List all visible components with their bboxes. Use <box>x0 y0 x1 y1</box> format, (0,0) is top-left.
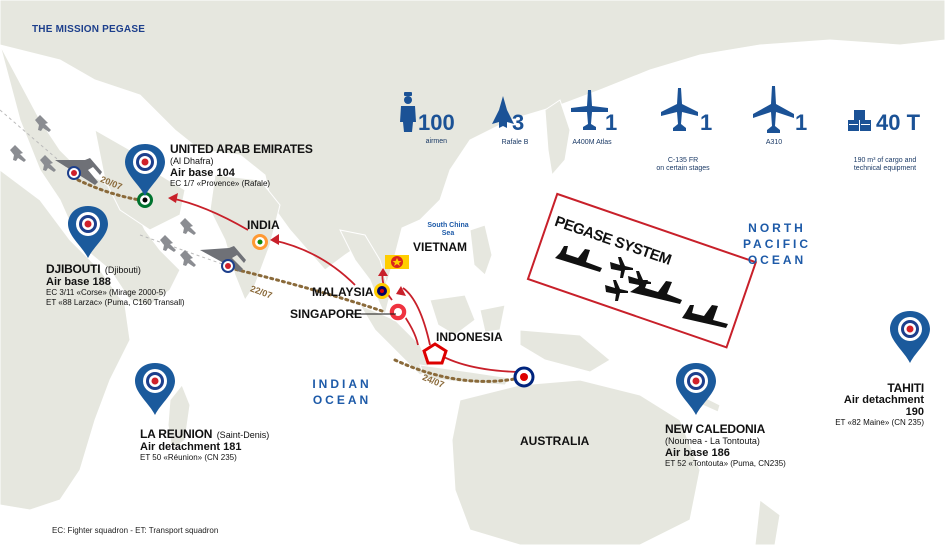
city-vietnam: VIETNAM <box>413 240 467 254</box>
stat-value: 100 <box>418 110 455 135</box>
uae-label: UNITED ARAB EMIRATES (Al Dhafra) Air bas… <box>170 143 313 189</box>
city-malaysia: MALAYSIA <box>312 285 374 299</box>
vietnam-roundel-icon <box>385 255 409 269</box>
stat-airmen: 100 airmen <box>418 110 455 146</box>
stat-label: airmen <box>425 138 448 145</box>
stat-a400m: 1 <box>605 110 617 136</box>
stat-label: C-135 FR on certain stages <box>656 157 710 172</box>
stat-label: 190 m³ of cargo and technical equipment <box>853 157 917 172</box>
location-base: Air detachment 181 <box>140 441 242 453</box>
indian-ocean-label: INDIAN OCEAN <box>312 377 372 407</box>
a310-icon <box>753 86 794 133</box>
stat-value: 40 T <box>876 110 921 135</box>
pegase-system-box <box>526 192 758 349</box>
a400m-icon <box>571 90 608 130</box>
stat-label: Rafale B <box>501 139 529 146</box>
location-name: UNITED ARAB EMIRATES <box>170 142 313 156</box>
location-sub: (Djibouti) <box>104 265 141 275</box>
location-base: Air base 188 <box>46 276 111 288</box>
rafale-icon <box>492 96 514 128</box>
cargo-icon <box>848 110 871 131</box>
airman-icon <box>400 92 416 132</box>
stat-value: 3 <box>512 110 525 135</box>
location-sub: (Al Dhafra) <box>170 156 214 166</box>
stat-label: A310 <box>765 139 783 146</box>
city-india: INDIA <box>247 218 280 232</box>
location-detail: EC 1/7 «Provence» (Rafale) <box>170 179 271 188</box>
reunion-label: LA REUNION (Saint-Denis) Air detachment … <box>140 428 269 463</box>
location-detail: ET 50 «Réunion» (CN 235) <box>140 453 237 462</box>
location-name: LA REUNION <box>140 427 213 441</box>
location-detail: ET «82 Maine» (CN 235) <box>835 418 924 427</box>
location-base: Air base 104 <box>170 167 235 179</box>
location-base: Air detachment 190 <box>843 394 924 418</box>
tahiti-label: TAHITI Air detachment 190 ET «82 Maine» … <box>830 382 924 428</box>
singapore-roundel-icon <box>388 302 408 322</box>
jet-formation-icon <box>10 115 196 267</box>
stat-value: 1 <box>605 110 618 135</box>
uae-roundel-icon <box>137 192 153 208</box>
stat-c135: 1 <box>700 110 712 136</box>
city-singapore: SINGAPORE <box>290 307 363 321</box>
footnote: EC: Fighter squadron - ET: Transport squ… <box>52 526 219 535</box>
stat-a310: 1 <box>795 110 807 136</box>
stat-rafale-label: Rafale B <box>490 137 540 147</box>
new-caledonia-label: NEW CALEDONIA (Noumea - La Tontouta) Air… <box>665 423 786 469</box>
tahiti-pin-icon[interactable] <box>890 311 930 363</box>
location-detail: EC 3/11 «Corse» (Mirage 2000-5) <box>46 288 166 297</box>
location-sub: (Noumea - La Tontouta) <box>665 436 760 446</box>
location-name: NEW CALEDONIA <box>665 422 766 436</box>
north-pacific-ocean-label: NORTH PACIFIC OCEAN <box>742 221 812 267</box>
location-detail: ET 52 «Tontouta» (Puma, CN235) <box>665 459 786 468</box>
location-detail: ET «88 Larzac» (Puma, C160 Transall) <box>46 298 185 307</box>
south-china-sea-label: South China Sea <box>427 222 469 237</box>
stat-a310-label: A310 <box>754 137 794 147</box>
location-sub: (Saint-Denis) <box>216 430 270 440</box>
stat-label: A400M Atlas <box>572 139 612 146</box>
location-name: TAHITI <box>887 381 924 395</box>
australia-roundel-icon <box>513 366 535 388</box>
stat-c135-label: C-135 FR on certain stages <box>648 137 718 191</box>
city-australia: AUSTRALIA <box>520 434 590 448</box>
dotted-route <box>76 178 522 383</box>
c135-icon <box>661 88 698 131</box>
stat-cargo: 40 T <box>876 110 920 136</box>
pegase-aircraft-icon <box>555 246 728 328</box>
location-base: Air base 186 <box>665 447 730 459</box>
city-indonesia: INDONESIA <box>436 330 503 344</box>
malaysia-roundel-icon <box>374 283 390 299</box>
page-title: THE MISSION PEGASE <box>32 24 146 35</box>
stat-value: 1 <box>795 110 808 135</box>
india-roundel-icon <box>252 234 268 250</box>
stat-value: 1 <box>700 110 713 135</box>
stat-rafale: 3 <box>512 110 524 136</box>
stat-cargo-label: 190 m³ of cargo and technical equipment <box>840 137 930 191</box>
djibouti-label: DJIBOUTI (Djibouti) Air base 188 EC 3/11… <box>46 263 185 308</box>
singapore-leader <box>348 313 396 315</box>
indonesia-roundel-icon <box>422 342 448 365</box>
location-name: DJIBOUTI <box>46 262 101 276</box>
stat-a400m-label: A400M Atlas <box>562 137 622 147</box>
